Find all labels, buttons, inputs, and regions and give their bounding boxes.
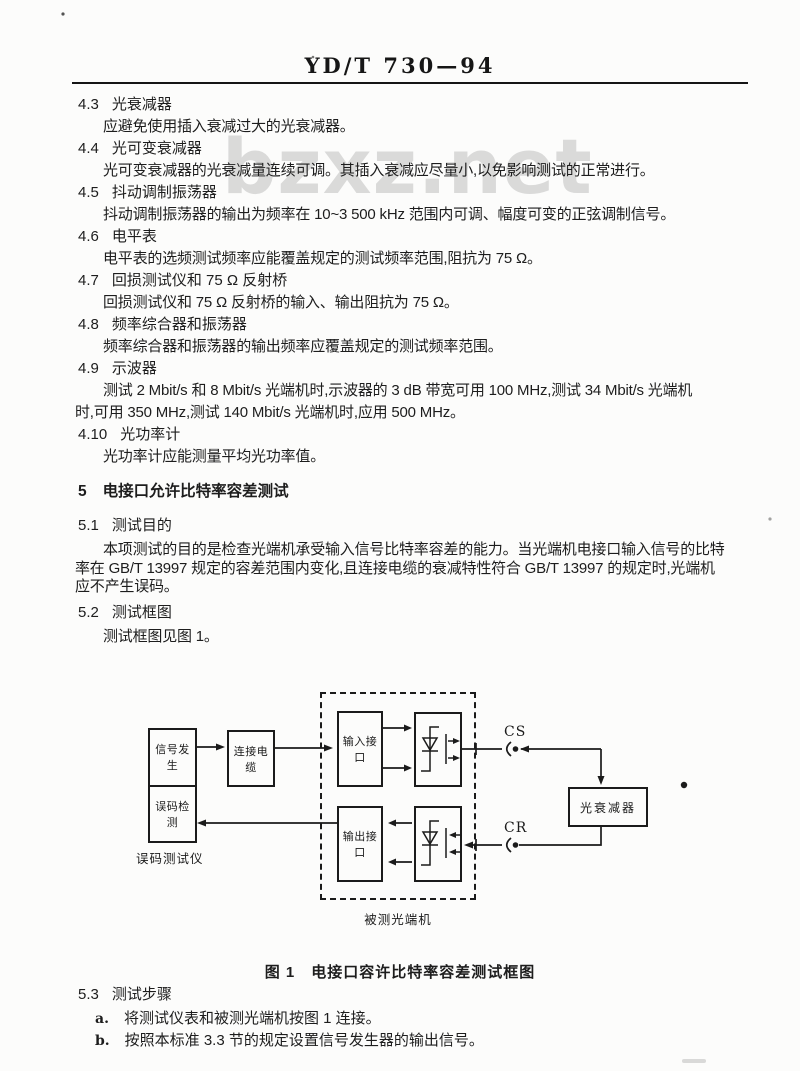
- section-title: 光衰减器: [111, 96, 172, 113]
- input-interface-box: 输入接口: [337, 711, 383, 787]
- section-5-1-body-line1: 本项测试的目的是检查光端机承受输入信号比特率容差的能力。当光端机电接口输入信号的…: [103, 541, 725, 558]
- eo-converter-box: [414, 712, 462, 787]
- scan-smudge: [682, 1059, 706, 1063]
- header-rule: [72, 82, 748, 84]
- step-label: a.: [95, 1011, 109, 1027]
- section-number: 5.3: [78, 986, 99, 1003]
- step-label: b.: [95, 1033, 110, 1049]
- section-title: 回损测试仪和 75 Ω 反射桥: [111, 272, 288, 289]
- oe-converter-box: [414, 806, 462, 882]
- section-5-1-body-line2: 率在 GB/T 13997 规定的容差范围内变化,且连接电缆的衰减特性符合 GB…: [75, 560, 715, 577]
- section-number: 4.8: [78, 316, 99, 333]
- section-title: 测试框图: [111, 604, 172, 621]
- cr-connector-label: CR: [504, 820, 528, 836]
- section-4-10-body: 光功率计应能测量平均光功率值。: [103, 448, 326, 465]
- section-4-8-heading: 4.8 频率综合器和振荡器: [78, 315, 247, 335]
- section-5-2-heading: 5.2 测试框图: [78, 603, 172, 623]
- section-5-3-heading: 5.3 测试步骤: [78, 985, 172, 1005]
- step-text: 按照本标准 3.3 节的规定设置信号发生器的输出信号。: [124, 1032, 484, 1049]
- section-4-7-body: 回损测试仪和 75 Ω 反射桥的输入、输出阻抗为 75 Ω。: [103, 294, 459, 311]
- figure-caption: 图 1 电接口容许比特率容差测试框图: [264, 964, 536, 981]
- section-title: 光功率计: [120, 426, 181, 443]
- section-title: 电平表: [111, 228, 157, 245]
- step-b: b. 按照本标准 3.3 节的规定设置信号发生器的输出信号。: [95, 1031, 484, 1051]
- section-4-8-body: 频率综合器和振荡器的输出频率应覆盖规定的测试频率范围。: [103, 338, 503, 355]
- dut-dashed-boundary: [320, 692, 476, 900]
- wire-eo-to-attenuator: [462, 741, 605, 785]
- section-title: 测试步骤: [111, 986, 172, 1003]
- error-detector-cell: 误码检测: [155, 800, 190, 829]
- section-4-10-heading: 4.10 光功率计: [78, 425, 180, 445]
- cs-connector-label: CS: [504, 724, 527, 740]
- signal-generator-cell: 信号发生: [150, 730, 195, 787]
- section-5-1-body-line3: 应不产生误码。: [75, 578, 179, 595]
- section-4-5-heading: 4.5 抖动调制振荡器: [78, 183, 217, 203]
- section-4-3-body: 应避免使用插入衰减过大的光衰减器。: [103, 118, 355, 135]
- output-interface-box: 输出接口: [337, 806, 383, 882]
- section-4-9-body-line1: 测试 2 Mbit/s 和 8 Mbit/s 光端机时,示波器的 3 dB 带宽…: [103, 382, 693, 399]
- doc-number: YD/T 730—94: [304, 53, 496, 78]
- section-4-4-body: 光可变衰减器的光衰减量连续可调。其插入衰减应尽量小,以免影响测试的正常进行。: [103, 162, 655, 179]
- section-title: 频率综合器和振荡器: [111, 316, 247, 333]
- section-number: 4.3: [78, 96, 99, 113]
- dut-label: 被测光端机: [364, 913, 432, 927]
- section-5-2-body: 测试框图见图 1。: [103, 628, 219, 645]
- section-number: 4.10: [78, 426, 108, 443]
- section-4-4-heading: 4.4 光可变衰减器: [78, 139, 202, 159]
- section-title: 示波器: [111, 360, 157, 377]
- chapter-number: 5: [78, 483, 87, 500]
- wire-output-to-detector: [197, 819, 337, 827]
- section-number: 4.4: [78, 140, 99, 157]
- attenuator-box: 光衰减器: [568, 787, 648, 827]
- section-4-5-body: 抖动调制振荡器的输出为频率在 10~3 500 kHz 范围内可调、幅度可变的正…: [103, 206, 676, 223]
- section-number: 4.7: [78, 272, 99, 289]
- wire-gen-to-cable: [197, 743, 225, 751]
- watermark: bzxz.net: [222, 122, 593, 211]
- cable-box: 连接电缆: [227, 730, 275, 787]
- chapter-title: 电接口允许比特率容差测试: [102, 483, 289, 500]
- section-4-9-heading: 4.9 示波器: [78, 359, 157, 379]
- step-text: 将测试仪表和被测光端机按图 1 连接。: [123, 1010, 381, 1027]
- section-5-1-heading: 5.1 测试目的: [78, 516, 172, 536]
- section-title: 测试目的: [111, 517, 172, 534]
- section-number: 4.6: [78, 228, 99, 245]
- chapter-5-heading: 5 电接口允许比特率容差测试: [78, 482, 289, 502]
- section-4-7-heading: 4.7 回损测试仪和 75 Ω 反射桥: [78, 271, 287, 291]
- section-title: 光可变衰减器: [111, 140, 202, 157]
- section-4-9-body-line2: 时,可用 350 MHz,测试 140 Mbit/s 光端机时,应用 500 M…: [75, 404, 465, 421]
- section-4-3-heading: 4.3 光衰减器: [78, 95, 172, 115]
- section-title: 抖动调制振荡器: [111, 184, 217, 201]
- section-number: 4.5: [78, 184, 99, 201]
- section-4-6-heading: 4.6 电平表: [78, 227, 157, 247]
- wire-attenuator-to-oe: [464, 827, 602, 853]
- section-number: 4.9: [78, 360, 99, 377]
- bert-label: 误码测试仪: [136, 852, 204, 866]
- step-a: a. 将测试仪表和被测光端机按图 1 连接。: [95, 1009, 381, 1029]
- section-number: 5.1: [78, 517, 99, 534]
- section-number: 5.2: [78, 604, 99, 621]
- bert-box: 信号发生 误码检测: [148, 728, 197, 843]
- section-4-6-body: 电平表的选频测试频率应能覆盖规定的测试频率范围,阻抗为 75 Ω。: [103, 250, 542, 267]
